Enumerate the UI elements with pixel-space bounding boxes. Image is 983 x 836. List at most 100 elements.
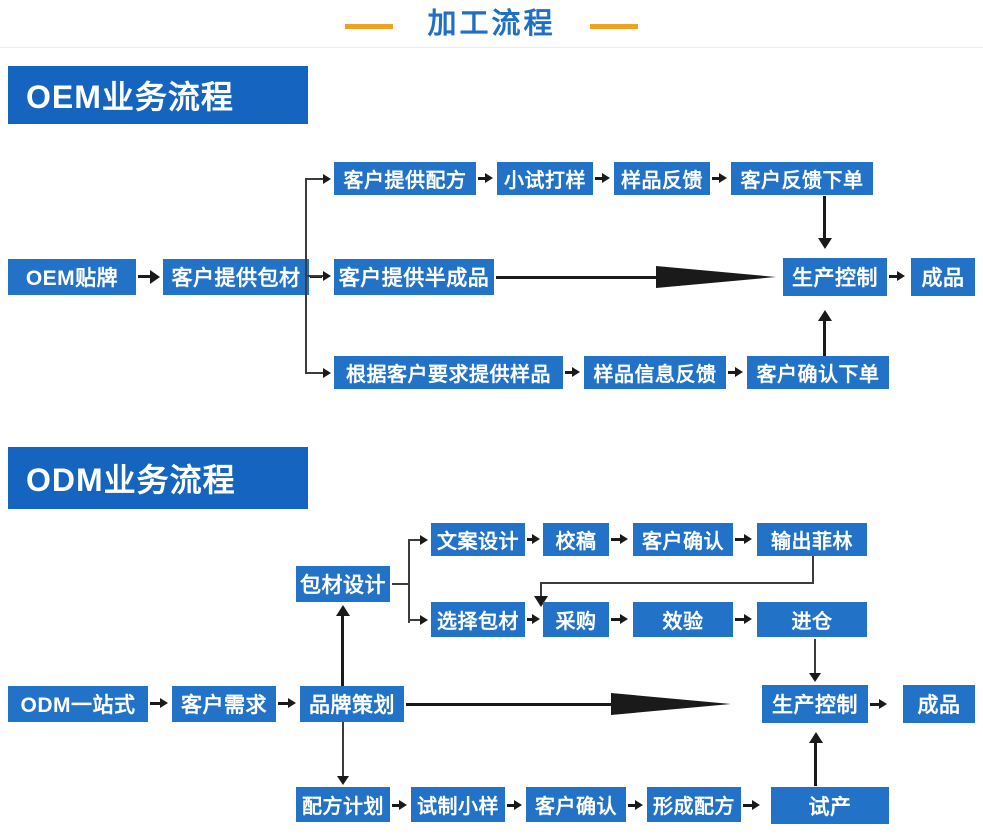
node-odm-output[interactable]: 成品 [903, 685, 975, 723]
node-odm-material-3[interactable]: 效验 [633, 602, 733, 637]
arrow-odm-hub-to-design-icon [336, 605, 350, 616]
node-odm-design-1[interactable]: 文案设计 [431, 523, 525, 556]
node-oem-bot-3[interactable]: 客户确认下单 [747, 356, 889, 389]
section-banner-odm: ODM业务流程 [8, 447, 308, 509]
connector-oem-branch-top [305, 178, 325, 180]
arrow-odm-formula-4-icon [752, 800, 760, 810]
connector-oem-bot-2 [728, 371, 737, 374]
connector-oem-bot-to-control [823, 320, 826, 356]
arrow-oem-branch-bot-icon [323, 368, 331, 378]
arrow-oem-bot-1-icon [572, 367, 580, 377]
connector-oem-mid-long [496, 276, 676, 279]
arrow-oem-top-3-icon [719, 173, 727, 183]
arrow-odm-trial-to-control-icon [809, 732, 823, 743]
arrow-odm-design-1-icon [532, 534, 540, 544]
node-odm-formula-5[interactable]: 试产 [771, 787, 889, 824]
connector-odm-design-top [408, 539, 422, 541]
node-odm-material-4[interactable]: 进仓 [757, 602, 867, 637]
node-oem-mid-1[interactable]: 客户提供半成品 [334, 259, 494, 295]
node-odm-design-3[interactable]: 客户确认 [633, 523, 733, 556]
node-oem-top-1[interactable]: 客户提供配方 [334, 162, 476, 195]
connector-odm-film-into-purchase [540, 582, 542, 600]
connector-odm-formula-3 [628, 804, 637, 807]
arrow-oem-start-icon [150, 270, 160, 284]
node-oem-hub[interactable]: 客户提供包材 [163, 259, 309, 295]
connector-odm-film-down [812, 556, 814, 584]
node-odm-control[interactable]: 生产控制 [762, 685, 868, 723]
node-oem-start[interactable]: OEM贴牌 [8, 259, 136, 295]
connector-odm-design-trunk [408, 539, 410, 623]
connector-odm-design-out [392, 583, 410, 585]
arrow-odm-design-2-icon [620, 534, 628, 544]
connector-odm-material-branch [408, 619, 422, 621]
connector-odm-formula-2 [507, 804, 516, 807]
connector-odm-material-2 [611, 618, 622, 621]
arrow-odm-formula-1-icon [399, 800, 407, 810]
connector-oem-top-2 [595, 177, 604, 180]
connector-odm-hub-to-design [341, 616, 344, 686]
node-odm-design-4[interactable]: 输出菲林 [757, 523, 867, 556]
connector-odm-material-1 [527, 618, 534, 621]
connector-oem-bot-1 [565, 371, 574, 374]
arrow-odm-film-to-purchase-icon [534, 596, 548, 607]
connector-odm-second [278, 702, 290, 705]
page-title: 加工流程 [427, 8, 556, 40]
node-odm-formula-3[interactable]: 客户确认 [526, 787, 626, 822]
arrow-odm-formula-2-icon [514, 800, 522, 810]
node-oem-bot-2[interactable]: 样品信息反馈 [584, 356, 726, 389]
node-odm-formula-2[interactable]: 试制小样 [411, 787, 505, 822]
node-oem-bot-1[interactable]: 根据客户要求提供样品 [334, 356, 563, 389]
connector-odm-formula-1 [392, 804, 401, 807]
node-odm-second[interactable]: 客户需求 [172, 686, 276, 722]
connector-odm-design-3 [735, 538, 746, 541]
connector-odm-trial-to-control [814, 742, 817, 786]
arrow-oem-top-2-icon [602, 173, 610, 183]
arrow-odm-control-out-icon [879, 699, 887, 709]
node-odm-hub[interactable]: 品牌策划 [300, 686, 404, 722]
connector-odm-design-2 [611, 538, 622, 541]
connector-oem-control-out [889, 275, 899, 278]
node-oem-top-3[interactable]: 样品反馈 [614, 162, 710, 195]
node-odm-material-1[interactable]: 选择包材 [431, 602, 525, 637]
connector-odm-control-out [870, 703, 881, 706]
arrow-oem-top-to-control-icon [818, 238, 832, 249]
connector-odm-hub-to-formula [342, 722, 344, 778]
section-banner-oem: OEM业务流程 [8, 66, 308, 124]
node-odm-design-2[interactable]: 校稿 [543, 523, 609, 556]
node-oem-top-4[interactable]: 客户反馈下单 [731, 162, 873, 195]
connector-odm-film-left [540, 582, 814, 584]
node-oem-control[interactable]: 生产控制 [783, 258, 887, 296]
connector-oem-top-3 [712, 177, 721, 180]
connector-odm-formula-4 [743, 804, 754, 807]
arrow-odm-design-3-icon [744, 534, 752, 544]
connector-odm-design-1 [527, 538, 534, 541]
arrow-odm-formula-3-icon [635, 800, 643, 810]
connector-oem-top-1 [478, 177, 487, 180]
connector-oem-branch-mid [305, 275, 325, 277]
arrow-oem-branch-mid-icon [323, 271, 331, 281]
arrow-odm-hub-long-icon [611, 693, 731, 715]
node-odm-formula-4[interactable]: 形成配方 [647, 787, 741, 822]
node-oem-output[interactable]: 成品 [911, 258, 975, 296]
arrow-odm-hub-to-formula-icon [337, 776, 349, 785]
connector-odm-hub-long [406, 703, 631, 706]
node-odm-package-design[interactable]: 包材设计 [296, 566, 390, 602]
arrow-odm-material-branch-icon [420, 615, 428, 625]
arrow-oem-control-out-icon [897, 271, 905, 281]
node-odm-start[interactable]: ODM一站式 [8, 686, 148, 722]
node-oem-top-2[interactable]: 小试打样 [497, 162, 593, 195]
arrow-oem-mid-long-icon [656, 266, 776, 288]
title-divider [0, 47, 983, 48]
arrow-odm-start-icon [160, 698, 168, 708]
node-odm-formula-1[interactable]: 配方计划 [296, 787, 390, 822]
node-odm-material-2[interactable]: 采购 [543, 602, 609, 637]
connector-odm-warehouse-to-control [814, 639, 816, 675]
arrow-odm-warehouse-to-control-icon [809, 673, 821, 682]
arrow-oem-bot-to-control-icon [818, 310, 832, 321]
connector-odm-start [150, 702, 162, 705]
arrow-odm-material-1-icon [532, 614, 540, 624]
arrow-oem-top-1-icon [485, 173, 493, 183]
arrow-oem-branch-top-icon [323, 174, 331, 184]
arrow-odm-material-2-icon [620, 614, 628, 624]
